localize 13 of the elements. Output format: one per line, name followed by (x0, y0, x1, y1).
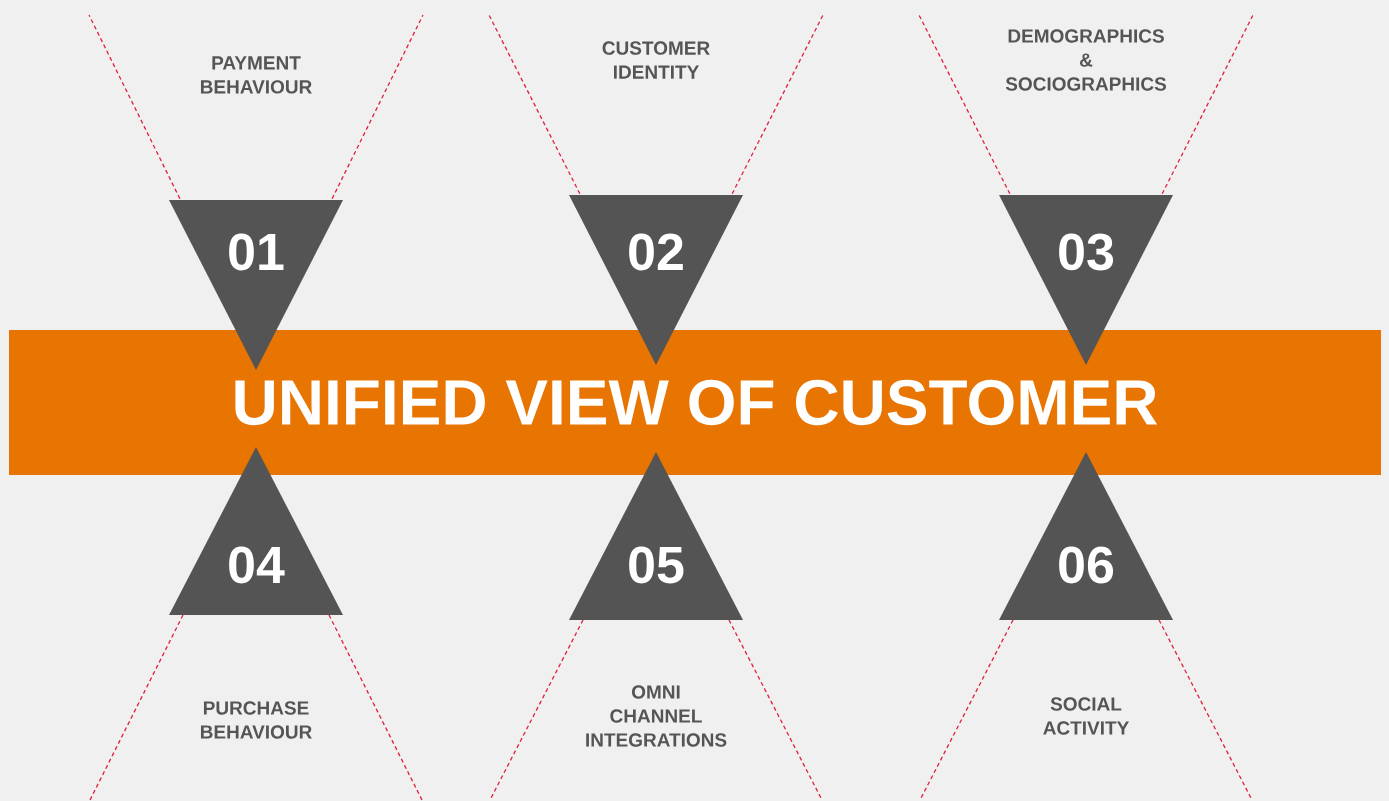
up-triangle: 05 (569, 452, 743, 620)
label: OMNI CHANNEL INTEGRATIONS (586, 685, 727, 747)
down-triangle: 02 (569, 195, 743, 365)
label: PAYMENT BEHAVIOUR (201, 56, 312, 94)
title-band: UNIFIED VIEW OF CUSTOMER (9, 330, 1381, 475)
down-triangle: 03 (999, 195, 1173, 365)
up-triangle: 06 (999, 452, 1173, 620)
label: PURCHASE BEHAVIOUR (201, 701, 312, 739)
down-triangle: 01 (169, 200, 343, 370)
up-triangle: 04 (169, 447, 343, 615)
label: DEMOGRAPHICS & SOCIOGRAPHICS (1005, 29, 1166, 91)
label: SOCIAL ACTIVITY (1043, 697, 1129, 735)
label: CUSTOMER IDENTITY (602, 41, 710, 79)
